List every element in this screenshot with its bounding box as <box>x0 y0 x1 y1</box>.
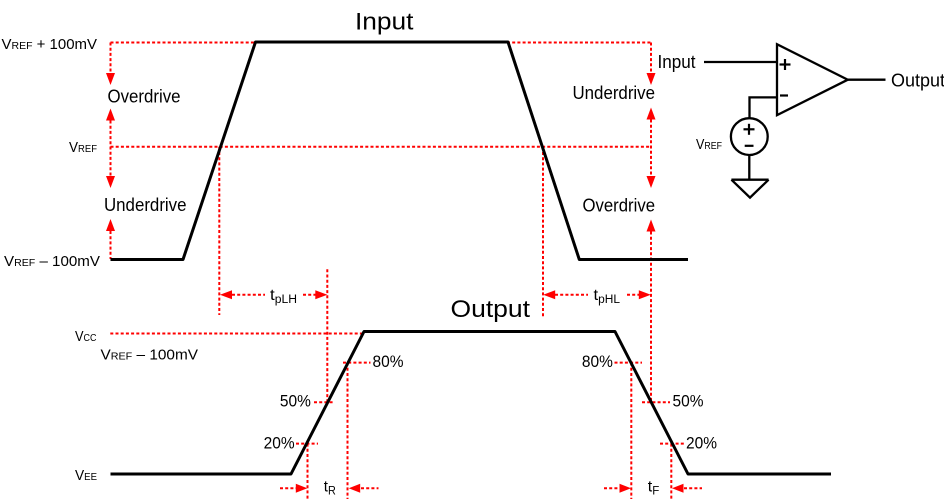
svg-text:80%: 80% <box>582 352 613 371</box>
svg-text:Input: Input <box>355 8 414 35</box>
svg-text:VREF – 100mV: VREF – 100mV <box>101 347 199 364</box>
svg-text:VCC: VCC <box>75 328 97 345</box>
svg-text:Output: Output <box>451 296 531 323</box>
svg-text:VREF + 100mV: VREF + 100mV <box>2 36 98 53</box>
svg-text:20%: 20% <box>264 433 295 452</box>
svg-text:Underdrive: Underdrive <box>573 83 656 103</box>
svg-text:VREF: VREF <box>69 139 97 156</box>
svg-text:Overdrive: Overdrive <box>583 196 656 216</box>
svg-text:Output: Output <box>891 71 944 91</box>
svg-text:VEE: VEE <box>75 467 97 484</box>
svg-text:50%: 50% <box>673 392 704 411</box>
svg-text:Input: Input <box>658 52 696 72</box>
svg-text:Underdrive: Underdrive <box>104 195 187 215</box>
svg-text:VREF – 100mV: VREF – 100mV <box>4 253 100 270</box>
svg-text:VREF: VREF <box>696 136 722 153</box>
svg-text:80%: 80% <box>373 352 404 371</box>
svg-text:50%: 50% <box>280 392 311 411</box>
svg-text:20%: 20% <box>686 433 717 452</box>
svg-text:tF: tF <box>648 479 660 498</box>
svg-text:Overdrive: Overdrive <box>108 87 181 107</box>
